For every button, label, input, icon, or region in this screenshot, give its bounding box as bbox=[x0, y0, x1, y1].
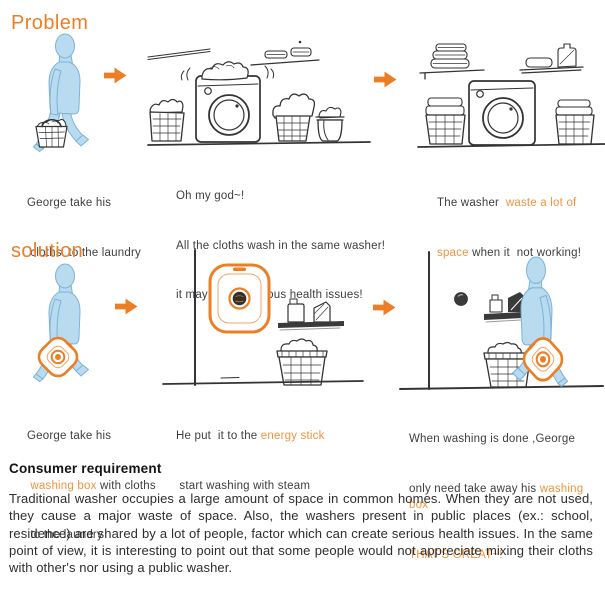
highlight-text: space bbox=[437, 246, 469, 259]
highlight-text: waste a lot of bbox=[505, 197, 577, 209]
washer-sketch bbox=[468, 80, 536, 146]
problem-title: Problem bbox=[11, 12, 89, 34]
illustration-shared-laundry-room bbox=[147, 40, 371, 146]
caption-text: All the cloths wash in the same washer! bbox=[176, 239, 386, 252]
caption-line: The washer waste a lot of bbox=[437, 195, 581, 212]
caption-line: THAT'S GREAT~! bbox=[409, 547, 605, 564]
basket-clothes-pile-right bbox=[272, 93, 316, 142]
illustration-george-takes-box-away bbox=[399, 251, 604, 390]
highlight-text: washing box bbox=[409, 482, 587, 512]
laundry-hamper bbox=[276, 338, 328, 386]
highlight-text: energy stick bbox=[260, 430, 325, 442]
forward-arrow-icon bbox=[373, 299, 396, 316]
caption-text: When washing is done ,George bbox=[409, 433, 576, 445]
solution-title: solution bbox=[11, 240, 84, 262]
basket-overflowing-left bbox=[149, 98, 185, 142]
caption-line: start washing with steam bbox=[176, 478, 325, 495]
george-walking-away bbox=[511, 256, 569, 387]
caption-text: George take his bbox=[27, 197, 112, 209]
washing-box-mounted bbox=[208, 263, 271, 334]
detergent-shelf bbox=[278, 298, 344, 331]
consumer-requirement-paragraph: Traditional washer occupies a large amou… bbox=[9, 491, 593, 576]
caption-text: The washer bbox=[437, 197, 506, 209]
caption-line: only need take away his washing box bbox=[409, 481, 605, 514]
illustration-box-on-energy-stick bbox=[162, 249, 364, 386]
caption-line: washing box with cloths bbox=[27, 478, 156, 495]
caption-text: He put it to the bbox=[176, 430, 261, 442]
caption-line: When washing is done ,George bbox=[409, 431, 605, 448]
caption-text: with cloths bbox=[96, 479, 156, 492]
clothes-pile-on-washer bbox=[201, 61, 249, 81]
caption-george-takes-washing-box: George take his washing box with cloths … bbox=[27, 395, 156, 577]
caption-text: start washing with steam bbox=[176, 479, 311, 492]
highlight-text: washing box bbox=[30, 479, 97, 492]
caption-text: only need take away his bbox=[409, 482, 540, 495]
illustration-idle-washer-wasting-space bbox=[417, 43, 605, 148]
caption-washer-wastes-space: The washer waste a lot of space when it … bbox=[437, 162, 581, 294]
caption-text: cloths to the laundry bbox=[27, 246, 141, 259]
illustration-george-with-washing-box bbox=[33, 263, 89, 382]
consumer-requirement-heading: Consumer requirement bbox=[9, 461, 162, 476]
caption-line: space when it not working! bbox=[437, 245, 581, 262]
basket-with-towels-left bbox=[425, 97, 466, 145]
washer-sketch bbox=[195, 75, 261, 143]
caption-text: to the laundry bbox=[27, 529, 103, 541]
basket-with-towels-right bbox=[555, 99, 595, 145]
forward-arrow-icon bbox=[115, 298, 138, 315]
caption-text: when it not working! bbox=[468, 246, 582, 259]
caption-line: to the laundry bbox=[27, 527, 156, 544]
illustration-george-with-basket bbox=[33, 33, 89, 152]
highlight-text: THAT'S GREAT~! bbox=[409, 548, 503, 561]
caption-line: All the cloths wash in the same washer! bbox=[176, 238, 385, 255]
forward-arrow-icon bbox=[104, 67, 127, 84]
forward-arrow-icon bbox=[374, 71, 397, 88]
caption-energy-stick: He put it to the energy stick start wash… bbox=[176, 395, 325, 527]
caption-line: Oh my god~! bbox=[176, 188, 385, 205]
caption-line: cloths to the laundry bbox=[27, 245, 141, 262]
caption-line: George take his bbox=[27, 428, 156, 445]
caption-text: George take his bbox=[27, 430, 112, 442]
caption-washing-done: When washing is done ,George only need t… bbox=[409, 398, 605, 596]
energy-stick-knob bbox=[454, 292, 468, 306]
round-bin-right bbox=[315, 106, 345, 142]
caption-line: He put it to the energy stick bbox=[176, 428, 325, 445]
caption-george-takes-cloths: George take his cloths to the laundry bbox=[27, 162, 141, 294]
caption-line: George take his bbox=[27, 195, 141, 212]
caption-text: Oh my god~! bbox=[176, 190, 245, 202]
